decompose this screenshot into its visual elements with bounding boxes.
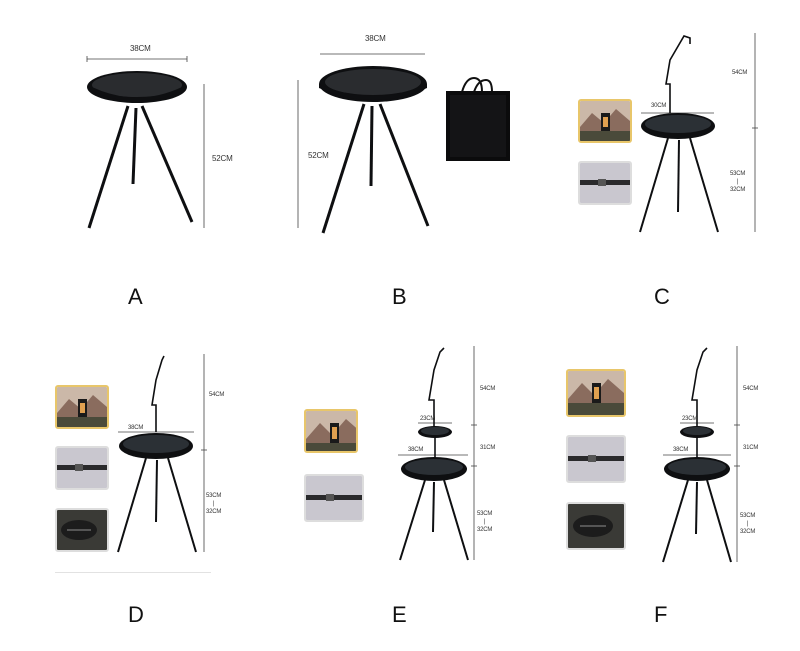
variant-letter: A	[128, 284, 143, 309]
diameter-label: 38CM	[130, 44, 151, 53]
height-bottom: 32CM	[206, 509, 222, 515]
lantern-photo	[304, 409, 358, 453]
divider	[55, 572, 211, 573]
diameter-label: 38CM	[365, 34, 386, 43]
height-top: 53CM	[730, 171, 746, 177]
carry-bag-photo	[566, 502, 626, 550]
height-top: 53CM	[206, 493, 222, 499]
middle-height-label: 31CM	[480, 445, 496, 451]
height-bottom: 32CM	[477, 527, 493, 533]
hook-height-label: 54CM	[743, 386, 759, 392]
diameter-label: 38CM	[408, 447, 424, 453]
height-range-label: 53CM | 32CM	[730, 170, 745, 194]
hook-height-label: 54CM	[209, 392, 225, 398]
variant-letter: D	[128, 602, 144, 627]
height-top: 53CM	[740, 513, 756, 519]
variant-letter: E	[392, 602, 407, 627]
leg-joint-photo	[566, 435, 626, 483]
small-diameter-label: 23CM	[682, 416, 698, 422]
diameter-label: 38CM	[128, 425, 144, 431]
leg-joint-photo	[578, 161, 632, 205]
height-label: 52CM	[212, 154, 233, 163]
carry-bag-photo	[55, 508, 109, 552]
height-range-label: 53CM | 32CM	[477, 510, 492, 534]
variant-letter: B	[392, 284, 407, 309]
leg-joint-photo	[55, 446, 109, 490]
hook-height-label: 54CM	[480, 386, 496, 392]
small-diameter-label: 23CM	[420, 416, 436, 422]
height-top: 53CM	[477, 511, 493, 517]
lantern-photo	[55, 385, 109, 429]
height-label: 52CM	[308, 151, 329, 160]
variant-letter: F	[654, 602, 668, 627]
middle-height-label: 31CM	[743, 445, 759, 451]
height-sep: |	[746, 521, 749, 527]
lantern-photo	[578, 99, 632, 143]
height-sep: |	[736, 179, 739, 185]
diameter-label: 38CM	[673, 447, 689, 453]
height-range-label: 53CM | 32CM	[206, 492, 221, 516]
height-bottom: 32CM	[740, 529, 756, 535]
height-sep: |	[212, 501, 215, 507]
height-bottom: 32CM	[730, 187, 746, 193]
variant-letter: C	[654, 284, 670, 309]
leg-joint-photo	[304, 474, 364, 522]
height-range-label: 53CM | 32CM	[740, 512, 755, 536]
height-sep: |	[483, 519, 486, 525]
hook-height-label: 54CM	[732, 70, 748, 76]
diameter-label: 30CM	[651, 103, 667, 109]
storage-bag-icon	[446, 76, 510, 161]
lantern-photo	[566, 369, 626, 417]
